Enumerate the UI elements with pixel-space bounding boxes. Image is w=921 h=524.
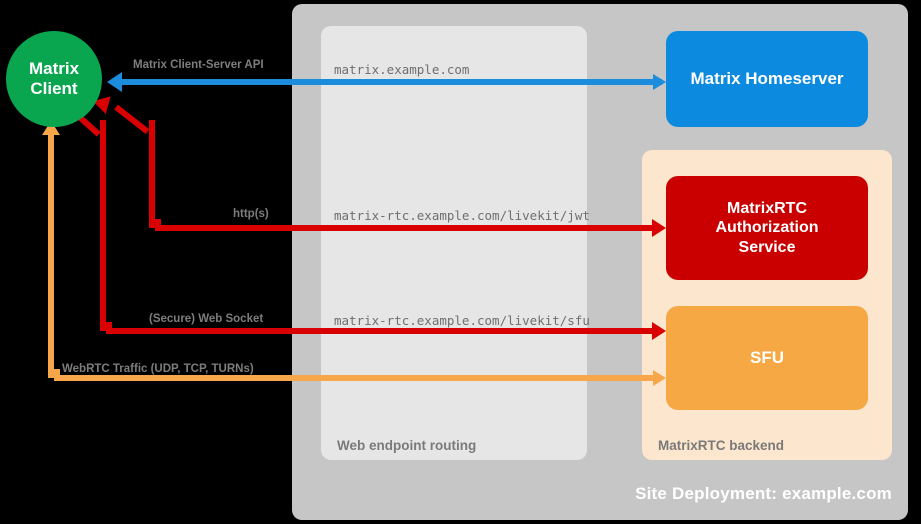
connection-elbow-webrtc [48,369,60,375]
connection-label-websocket: (Secure) Web Socket [149,313,264,325]
node-matrix-homeserver-label: Matrix Homeserver [690,68,844,88]
node-auth-line1: MatrixRTC [726,200,807,218]
connection-line-csapi [122,79,662,85]
arrowhead-websocket-to-sfu [652,322,666,340]
connection-elbow-https [149,219,161,225]
connection-line-webrtc-vertical [48,135,54,378]
connection-label-webrtc: WebRTC Traffic (UDP, TCP, TURNs) [62,363,254,375]
node-sfu-label: SFU [750,347,784,367]
node-auth-line3: Service [738,238,796,256]
connection-line-websocket-vertical [100,120,106,331]
matrixrtc-backend-label: MatrixRTC backend [658,438,785,453]
arrowhead-webrtc-to-sfu [653,370,666,386]
connection-line-https-diagonal [114,104,150,134]
node-auth-line2: Authorization [715,219,819,237]
connection-label-https: http(s) [233,208,269,220]
arrowhead-https-to-auth-service [652,219,666,237]
connection-elbow-websocket [100,322,112,328]
site-deployment-label: Site Deployment: example.com [635,484,892,503]
connection-line-https-horizontal [155,225,655,231]
connection-line-webrtc-horizontal [54,375,655,381]
connection-line-https-vertical [149,120,155,228]
node-matrix-client-line1: Matrix [28,59,80,79]
node-matrix-homeserver[interactable]: Matrix Homeserver [666,31,868,127]
connection-label-csapi: Matrix Client-Server API [133,59,264,71]
connection-line-websocket-horizontal [106,328,655,334]
endpoint-path-jwt: matrix-rtc.example.com/livekit/jwt [334,208,590,223]
arrowhead-csapi-to-homeserver [653,74,666,90]
node-matrix-client[interactable]: Matrix Client [6,31,102,127]
node-matrixrtc-authorization-service[interactable]: MatrixRTC Authorization Service [666,176,868,280]
endpoint-path-matrix: matrix.example.com [334,62,470,77]
web-endpoint-routing-label: Web endpoint routing [337,438,477,453]
arrowhead-csapi-to-client [107,72,122,92]
node-sfu[interactable]: SFU [666,306,868,410]
node-matrix-client-line2: Client [30,79,78,98]
endpoint-path-sfu: matrix-rtc.example.com/livekit/sfu [334,313,590,328]
web-endpoint-routing-panel [321,26,587,460]
